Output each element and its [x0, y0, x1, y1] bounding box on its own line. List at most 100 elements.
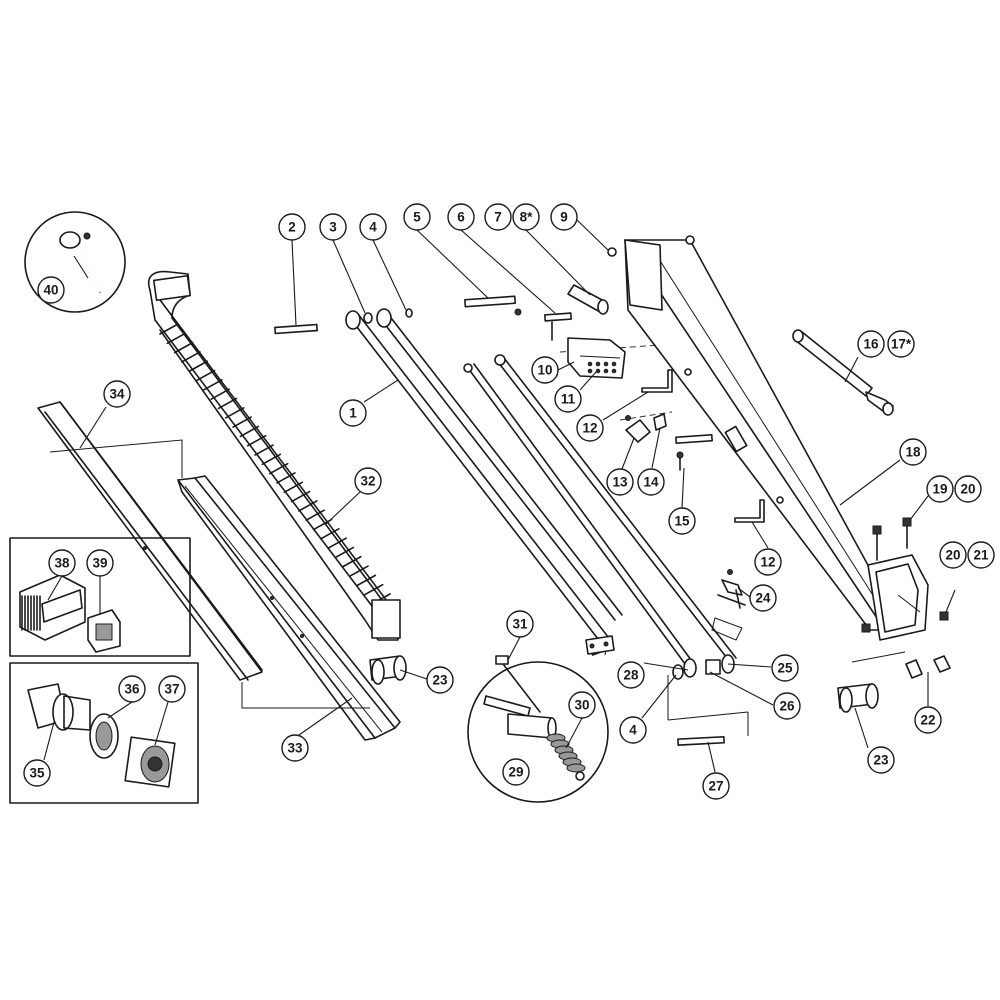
- callout-37: 37: [158, 675, 186, 703]
- callout-31: 31: [506, 610, 534, 638]
- roller-7-8: [567, 284, 609, 315]
- main-frame-18: [607, 235, 899, 631]
- callout-20b: 20: [939, 541, 967, 569]
- chain-link: [210, 388, 230, 400]
- pin-2: [274, 323, 318, 335]
- svg-text:20: 20: [960, 482, 975, 497]
- svg-text:7: 7: [494, 210, 502, 225]
- callout-13: 13: [606, 468, 634, 496]
- chain-link: [341, 555, 362, 568]
- chain-link: [203, 379, 223, 391]
- bolts-19-21: [861, 517, 949, 633]
- svg-text:11: 11: [561, 392, 576, 407]
- svg-text:9: 9: [560, 210, 568, 225]
- svg-text:10: 10: [537, 363, 552, 378]
- chain-link: [232, 416, 252, 428]
- svg-text:12: 12: [582, 421, 597, 436]
- bracket-hole: [603, 368, 609, 374]
- callout-9: 9: [550, 203, 578, 231]
- chain-link: [363, 583, 384, 596]
- svg-text:6: 6: [457, 210, 465, 225]
- svg-text:22: 22: [920, 713, 935, 728]
- chain-link: [246, 434, 267, 447]
- callout-17: 17*: [887, 330, 915, 358]
- svg-text:24: 24: [755, 591, 771, 606]
- svg-text:32: 32: [360, 474, 375, 489]
- chain-link: [320, 528, 340, 540]
- spring-30: [546, 733, 586, 773]
- chain-link: [166, 332, 187, 345]
- clip-13: [625, 415, 651, 443]
- callout-6: 6: [447, 203, 475, 231]
- svg-text:12: 12: [760, 555, 775, 570]
- cylinder-16: [792, 329, 894, 416]
- bracket-hole: [603, 361, 609, 367]
- callout-25: 25: [771, 654, 799, 682]
- chain-link: [334, 546, 355, 559]
- chain-link: [356, 574, 377, 587]
- callout-16: 16: [857, 330, 885, 358]
- callout-22: 22: [914, 706, 942, 734]
- connector-fins: [21, 595, 41, 631]
- callout-32: 32: [354, 467, 382, 495]
- callout-29: 29: [502, 758, 530, 786]
- svg-text:36: 36: [124, 682, 140, 697]
- bracket-hole: [595, 368, 601, 374]
- callout-7: 7: [484, 203, 512, 231]
- callout-40: 40: [37, 276, 65, 304]
- callout-33: 33: [281, 734, 309, 762]
- chain-link: [159, 323, 179, 335]
- clip-14: [653, 413, 667, 431]
- leader-lines: [43, 219, 956, 773]
- pads-22: [905, 655, 951, 679]
- chain-link: [239, 425, 260, 438]
- callout-10: 10: [531, 356, 559, 384]
- svg-text:18: 18: [905, 445, 921, 460]
- callout-4b: 4: [619, 716, 647, 744]
- svg-text:23: 23: [432, 673, 448, 688]
- chain-link: [268, 462, 289, 475]
- callout-3: 3: [319, 213, 347, 241]
- svg-text:3: 3: [329, 220, 337, 235]
- svg-text:5: 5: [413, 210, 421, 225]
- pin-5: [464, 295, 517, 308]
- chain-link: [261, 453, 282, 466]
- cable-chain-links: [159, 323, 391, 605]
- bracket-hole: [611, 368, 617, 374]
- callout-39: 39: [86, 549, 114, 577]
- svg-text:27: 27: [708, 779, 723, 794]
- svg-text:38: 38: [54, 556, 70, 571]
- pin-15: [675, 433, 713, 471]
- pin-6: [514, 308, 572, 322]
- callout-27: 27: [702, 772, 730, 800]
- detail-29-30-circle: [467, 661, 609, 803]
- svg-text:23: 23: [873, 753, 889, 768]
- callouts: 1 2 3 4 4 5 6 7 8* 9 10 11 12 12 13 14 1…: [23, 203, 995, 800]
- chain-link: [349, 565, 369, 577]
- bracket-hole: [587, 368, 593, 374]
- chain-link: [290, 490, 311, 503]
- inset-box-38-39: [9, 537, 191, 657]
- callout-12b: 12: [754, 548, 782, 576]
- callout-23b: 23: [867, 746, 895, 774]
- svg-text:34: 34: [109, 387, 125, 402]
- callout-20a: 20: [954, 475, 982, 503]
- svg-text:33: 33: [287, 741, 303, 756]
- svg-text:13: 13: [612, 475, 628, 490]
- spacer-3-4: [363, 308, 413, 324]
- svg-text:39: 39: [92, 556, 107, 571]
- svg-text:19: 19: [932, 482, 947, 497]
- chain-link: [195, 369, 216, 382]
- callout-15: 15: [668, 507, 696, 535]
- callout-2: 2: [278, 213, 306, 241]
- svg-text:31: 31: [512, 617, 528, 632]
- callout-14: 14: [637, 468, 665, 496]
- chain-link: [327, 537, 347, 549]
- callout-18: 18: [899, 438, 927, 466]
- washers-25-26: [672, 654, 735, 680]
- chain-link: [188, 360, 209, 373]
- svg-text:17*: 17*: [891, 337, 912, 352]
- inset-box-35-37: [9, 662, 199, 804]
- svg-text:2: 2: [288, 220, 296, 235]
